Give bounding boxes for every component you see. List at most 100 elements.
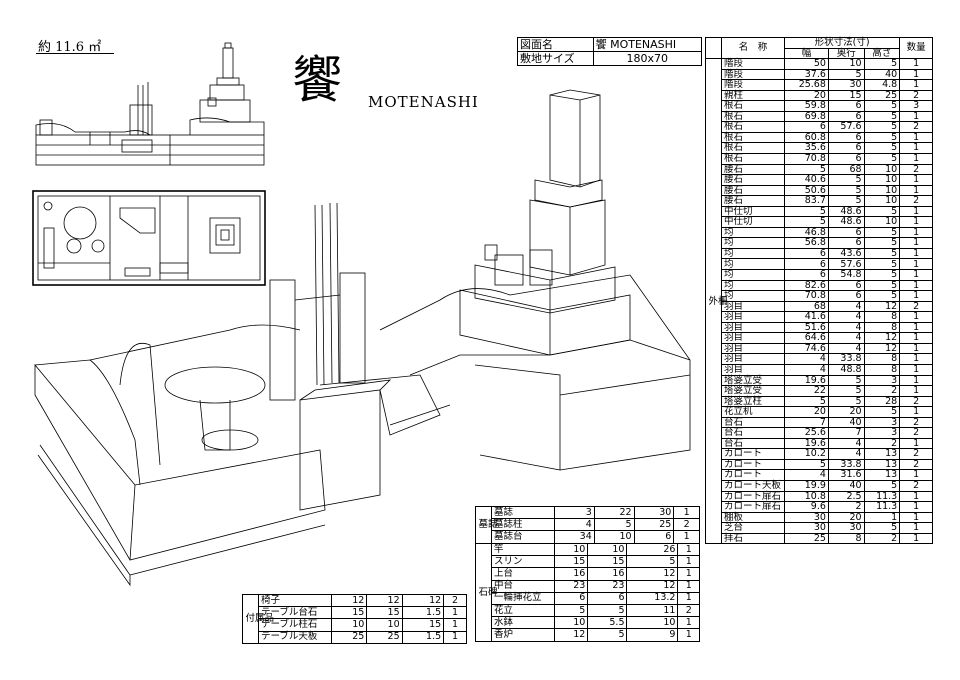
row-depth: 5 bbox=[827, 184, 865, 197]
row-width: 23 bbox=[553, 579, 589, 593]
row-name: 根石 bbox=[721, 100, 785, 112]
row-height: 10 bbox=[626, 616, 679, 630]
row-qty: 1 bbox=[899, 522, 933, 534]
row-qty: 1 bbox=[899, 321, 933, 334]
row-height: 2 bbox=[863, 437, 901, 450]
row-qty: 1 bbox=[899, 184, 933, 197]
row-width: 25 bbox=[330, 630, 368, 644]
row-qty: 2 bbox=[899, 195, 933, 207]
row-depth: 22 bbox=[593, 505, 635, 520]
row-width: 10 bbox=[330, 618, 368, 632]
row-qty: 1 bbox=[899, 511, 933, 524]
row-width: 12 bbox=[553, 628, 589, 642]
row-name: カロート天板 bbox=[721, 479, 785, 492]
row-height: 5 bbox=[863, 226, 901, 239]
row-depth: 40 bbox=[827, 479, 865, 492]
row-width: 19.9 bbox=[784, 479, 829, 492]
row-name: 腰石 bbox=[721, 174, 785, 186]
row-depth: 6 bbox=[827, 110, 865, 123]
row-qty: 2 bbox=[899, 479, 933, 492]
row-name: 均 bbox=[721, 247, 785, 260]
row-width: 69.8 bbox=[784, 110, 829, 123]
row-qty: 1 bbox=[899, 532, 933, 545]
row-depth: 48.8 bbox=[827, 363, 865, 376]
row-depth: 6 bbox=[587, 591, 628, 605]
site-size-value: 180x70 bbox=[592, 51, 703, 66]
row-width: 68 bbox=[784, 300, 829, 313]
row-height: 5 bbox=[863, 258, 901, 271]
drawing-name-label: 図面名 bbox=[517, 37, 594, 52]
row-height: 3 bbox=[863, 416, 901, 429]
title-kanji: 饗 bbox=[292, 51, 342, 109]
row-name: スリン bbox=[491, 555, 555, 569]
row-depth: 33.8 bbox=[827, 353, 865, 365]
row-qty: 1 bbox=[899, 131, 933, 144]
row-qty: 1 bbox=[899, 153, 933, 165]
row-qty: 2 bbox=[899, 121, 933, 133]
row-name: 根石 bbox=[721, 153, 785, 165]
row-name: カロート bbox=[721, 458, 785, 471]
row-depth: 31.6 bbox=[827, 469, 865, 481]
row-height: 11.3 bbox=[863, 501, 901, 513]
row-width: 41.6 bbox=[784, 311, 829, 323]
row-height: 10 bbox=[863, 195, 901, 207]
row-name: テーブル柱石 bbox=[258, 618, 332, 632]
row-qty: 2 bbox=[899, 89, 933, 102]
row-qty: 1 bbox=[899, 79, 933, 91]
row-qty: 1 bbox=[899, 437, 933, 450]
row-depth: 10 bbox=[587, 542, 628, 557]
row-qty: 1 bbox=[899, 258, 933, 271]
row-depth: 57.6 bbox=[827, 121, 865, 133]
row-depth: 20 bbox=[827, 511, 865, 524]
row-depth: 48.6 bbox=[827, 216, 865, 228]
row-height: 10 bbox=[863, 184, 901, 197]
row-qty: 1 bbox=[899, 469, 933, 481]
row-qty: 2 bbox=[673, 518, 700, 532]
row-width: 5 bbox=[784, 205, 829, 218]
row-height: 25 bbox=[633, 518, 675, 532]
row-name: 中仕切 bbox=[721, 216, 785, 228]
row-depth: 54.8 bbox=[827, 269, 865, 281]
header-qty: 数量 bbox=[899, 36, 933, 60]
row-depth: 4 bbox=[827, 321, 865, 334]
row-name: 腰石 bbox=[721, 163, 785, 176]
row-name: 均 bbox=[721, 290, 785, 302]
row-depth: 5 bbox=[827, 68, 865, 81]
row-name: 上台 bbox=[491, 567, 555, 581]
row-depth: 4 bbox=[827, 437, 865, 450]
row-width: 64.6 bbox=[784, 332, 829, 344]
row-width: 46.8 bbox=[784, 226, 829, 239]
row-height: 5 bbox=[863, 131, 901, 144]
row-qty: 1 bbox=[677, 616, 700, 630]
row-qty: 1 bbox=[677, 542, 700, 557]
row-qty: 1 bbox=[899, 406, 933, 418]
row-width: 30 bbox=[784, 522, 829, 534]
row-qty: 3 bbox=[899, 100, 933, 112]
row-width: 5 bbox=[784, 216, 829, 228]
row-name: 根石 bbox=[721, 121, 785, 133]
row-height: 5 bbox=[863, 279, 901, 292]
row-qty: 1 bbox=[899, 311, 933, 323]
row-qty: 2 bbox=[899, 163, 933, 176]
row-width: 10.8 bbox=[784, 490, 829, 503]
group-label: 墓誌 bbox=[475, 506, 498, 544]
row-height: 26 bbox=[626, 542, 679, 557]
row-qty: 1 bbox=[899, 174, 933, 186]
row-height: 8 bbox=[863, 353, 901, 365]
row-name: 塔婆立柱 bbox=[721, 395, 785, 408]
